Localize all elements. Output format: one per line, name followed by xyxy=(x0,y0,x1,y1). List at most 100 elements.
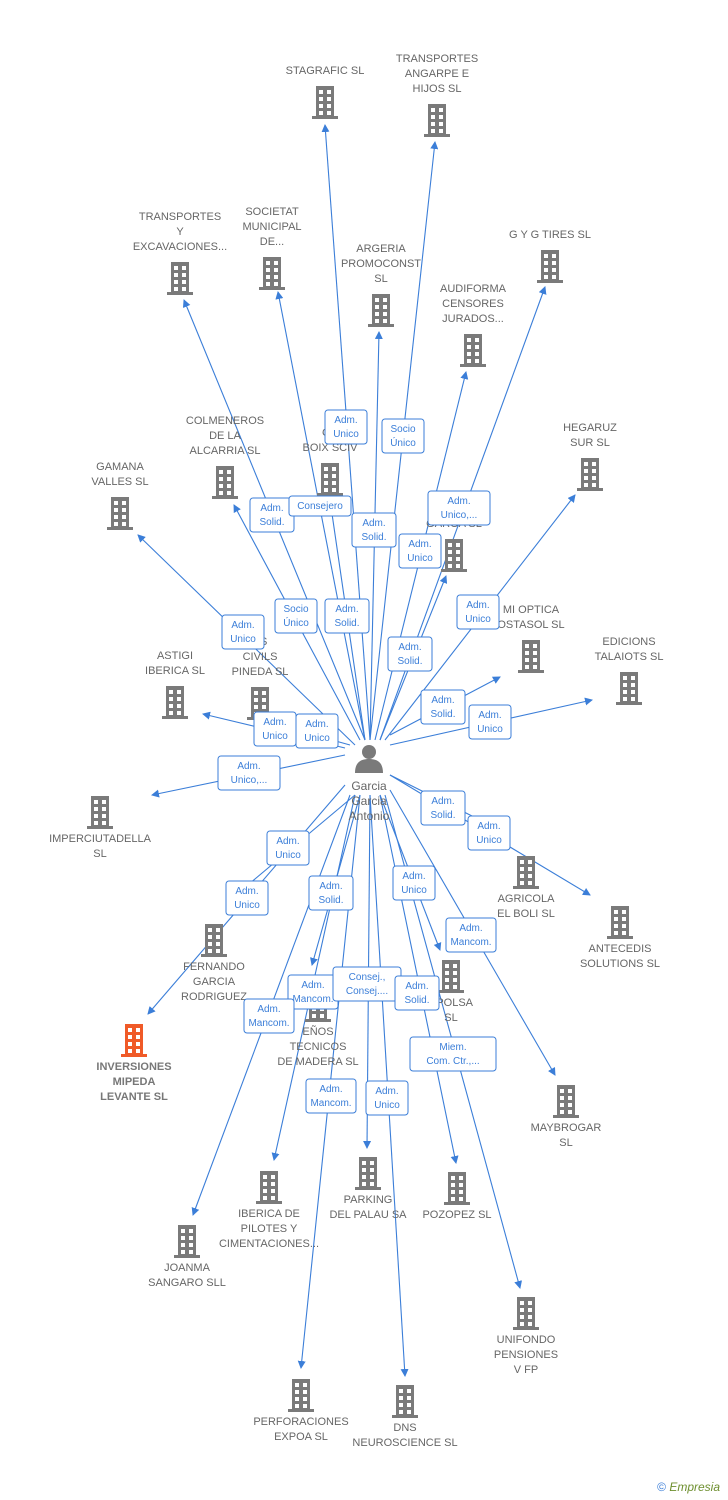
company-label-transportes-y-line-2: Y xyxy=(176,226,184,238)
relation-astigi[interactable]: Adm. Unico xyxy=(253,711,297,747)
company-label-fernando-line-2: GARCIA xyxy=(193,976,236,988)
relation-gamana[interactable]: Adm.Unico xyxy=(221,614,265,650)
building-icon-gamana xyxy=(107,497,133,530)
relation-box xyxy=(217,755,281,791)
relation-unifondo[interactable]: Miem.Com. Ctr.,... xyxy=(409,1036,497,1072)
relation-maybrogar[interactable]: Adm.Mancom. xyxy=(445,917,497,953)
empresia-logo[interactable]: Empresia xyxy=(669,1480,720,1494)
relation-box xyxy=(274,598,318,634)
company-label-optica-line-2: OSTASOL SL xyxy=(497,619,564,631)
company-label-iberica-pilotes-line-3: CIMENTACIONES... xyxy=(219,1238,319,1250)
relation-stagrafic[interactable]: Adm. Unico xyxy=(324,409,368,445)
relation-agricola[interactable]: Adm.Solid. xyxy=(420,790,466,826)
company-label-angarpe-line-2: ANGARPE E xyxy=(405,68,469,80)
center-person[interactable]: Garcia Garcia Antonio xyxy=(349,745,390,823)
company-node-gygtires[interactable]: G Y G TIRES SL xyxy=(509,229,591,283)
person-name-line-1: Garcia xyxy=(351,779,387,793)
building-icon-societat xyxy=(259,257,285,290)
relation-iberica[interactable]: Adm.Mancom. xyxy=(287,974,339,1010)
relation-text-line-2: Unico xyxy=(262,731,288,742)
relation-societat[interactable]: Consejero xyxy=(288,495,352,517)
relation-garga[interactable]: Adm.Solid. xyxy=(387,636,433,672)
company-label-dns-line-2: NEUROSCIENCE SL xyxy=(352,1437,457,1449)
relation-text-line-1: Socio xyxy=(283,604,308,615)
building-icon-audiforma xyxy=(460,334,486,367)
company-node-societat[interactable]: SOCIETATMUNICIPALDE... xyxy=(242,206,302,290)
relation-box xyxy=(305,1078,357,1114)
relation-text-line-1: Consej., xyxy=(349,972,386,983)
building-icon-stagrafic xyxy=(312,86,338,119)
company-node-transportes-y[interactable]: TRANSPORTESYEXCAVACIONES... xyxy=(133,211,227,295)
relation-fernando[interactable]: Adm.Unico xyxy=(266,830,310,866)
relation-disenos[interactable]: Adm.Solid. xyxy=(308,875,354,911)
relation-boix[interactable]: Adm.Solid. xyxy=(324,598,370,634)
relation-apolsa[interactable]: Adm.Unico xyxy=(392,865,436,901)
company-label-apolsa-line-1: APOLSA xyxy=(429,997,474,1009)
relation-pozopez[interactable]: Adm.Solid. xyxy=(394,975,440,1011)
company-node-pozopez[interactable]: POZOPEZ SL xyxy=(422,1172,492,1221)
relation-transportes-y[interactable]: Adm.Solid. xyxy=(249,497,295,533)
company-label-optica-line-1: MI OPTICA xyxy=(503,604,560,616)
relation-text-line-2: Unico xyxy=(476,835,502,846)
relation-audiforma[interactable]: Adm.Unico xyxy=(398,533,442,569)
company-label-iberica-pilotes-line-2: PILOTES Y xyxy=(241,1223,298,1235)
relation-argeria[interactable]: Adm.Solid. xyxy=(351,512,397,548)
building-icon-gygtires xyxy=(537,250,563,283)
relation-inversiones[interactable]: Adm.Unico xyxy=(225,880,269,916)
relation-joanma[interactable]: Adm.Mancom. xyxy=(243,998,295,1034)
relation-gygtires[interactable]: Adm.Unico,... xyxy=(427,490,491,526)
relation-optica[interactable]: Adm.Solid. xyxy=(420,689,466,725)
company-label-stagrafic-line-1: STAGRAFIC SL xyxy=(286,65,365,77)
relation-civils[interactable]: Adm.Unico xyxy=(295,713,339,749)
relation-edicions[interactable]: Adm.Unico xyxy=(468,704,512,740)
relation-text-line-2: Solid. xyxy=(334,618,359,629)
relation-text-line-1: Adm. xyxy=(334,415,357,426)
company-label-edicions-line-1: EDICIONS xyxy=(602,636,655,648)
company-label-transportes-y-line-3: EXCAVACIONES... xyxy=(133,241,227,253)
company-label-unifondo-line-1: UNIFONDO xyxy=(497,1334,556,1346)
relation-text-line-2: Unico xyxy=(333,429,359,440)
relation-antecedis[interactable]: Adm.Unico xyxy=(467,815,511,851)
company-label-astigi-line-1: ASTIGI xyxy=(157,650,193,662)
relation-parking[interactable]: Consej.,Consej.... xyxy=(332,966,402,1002)
relation-dns[interactable]: Adm.Unico xyxy=(365,1080,409,1116)
building-icon-garga xyxy=(441,539,467,572)
person-icon xyxy=(362,745,376,759)
relation-imperciu[interactable]: Adm.Unico,... xyxy=(217,755,281,791)
relation-text-line-1: Adm. xyxy=(263,717,286,728)
relation-perforaciones[interactable]: Adm.Mancom. xyxy=(305,1078,357,1114)
company-label-audiforma-line-2: CENSORES xyxy=(442,298,504,310)
company-node-audiforma[interactable]: AUDIFORMACENSORESJURADOS... xyxy=(440,283,507,367)
relation-text-line-2: Unico xyxy=(230,634,256,645)
company-node-optica[interactable]: MI OPTICA OSTASOL SL xyxy=(497,604,565,673)
company-label-fernando-line-3: RODRIGUEZ xyxy=(181,991,247,1003)
relation-box xyxy=(288,495,352,517)
company-node-stagrafic[interactable]: STAGRAFIC SL xyxy=(286,65,365,119)
relation-text-line-1: Adm. xyxy=(402,871,425,882)
relation-hegaruz[interactable]: Adm.Unico xyxy=(456,594,500,630)
relation-box xyxy=(468,704,512,740)
